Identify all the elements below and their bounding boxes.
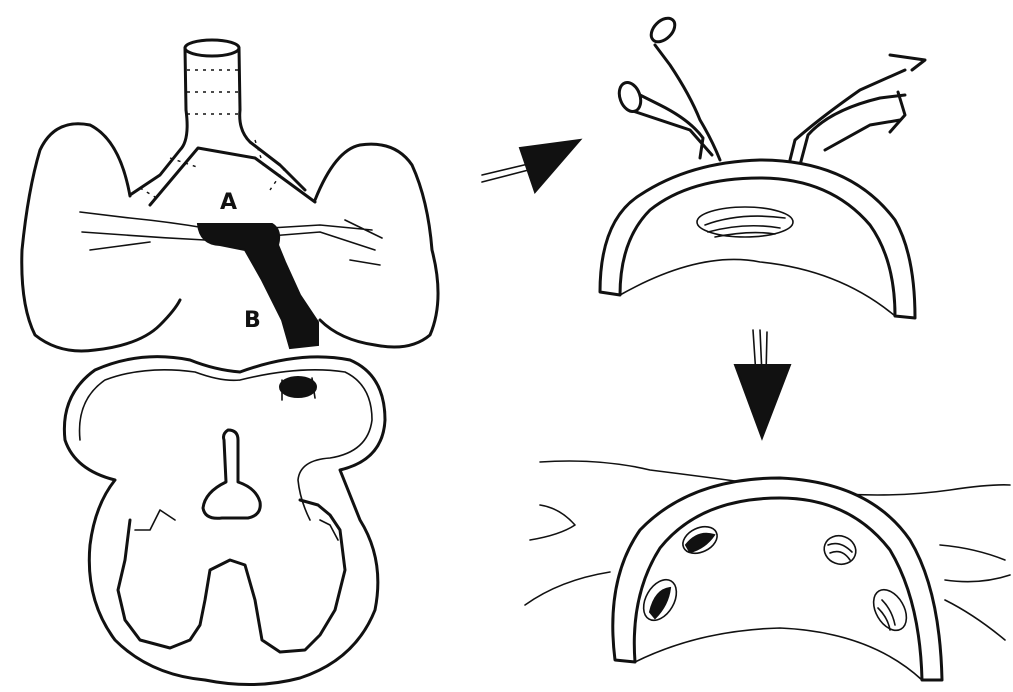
arrow-down [735, 330, 790, 438]
heart-inner-wall [80, 370, 372, 520]
bottom-right-figure [525, 461, 1010, 680]
arrow-down-icon [735, 365, 790, 438]
right-lung [315, 144, 438, 347]
label-b: B [244, 308, 261, 333]
atrial-wall-section [600, 160, 915, 318]
atrial-septum [203, 430, 260, 518]
pulmonary-veins-right [270, 220, 382, 265]
left-ventricle [118, 500, 345, 652]
arrow-right [482, 140, 580, 192]
vein-branches [630, 45, 905, 165]
arrow-up-right-icon [520, 140, 580, 192]
atrial-opening [280, 377, 316, 397]
vein-opening-3 [820, 531, 860, 568]
pulmonary-veins-left [80, 212, 205, 250]
trachea [130, 40, 315, 205]
heart-outline [64, 357, 385, 685]
label-a: A [220, 190, 237, 215]
top-right-figure [600, 14, 925, 318]
left-figure: A B [22, 40, 438, 685]
